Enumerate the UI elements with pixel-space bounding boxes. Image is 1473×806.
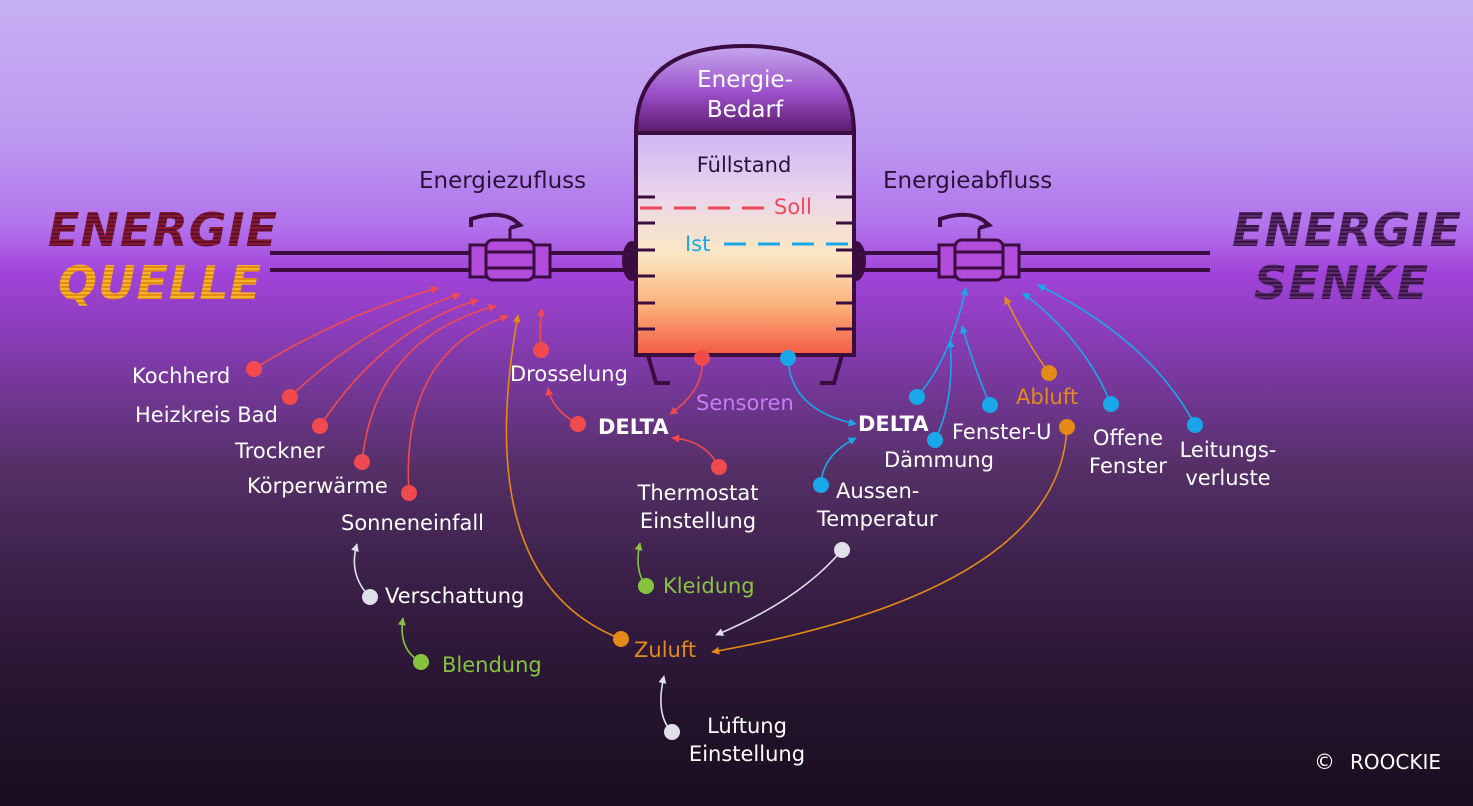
label-kochherd: Kochherd <box>132 364 231 388</box>
label-heizkreis: Heizkreis Bad <box>135 403 278 427</box>
arrow-abluft-zuluft <box>711 426 1068 655</box>
ist-label: Ist <box>685 232 711 256</box>
loss-dots <box>780 350 1203 493</box>
label-delta-left: DELTA <box>598 415 669 439</box>
label-offene-line2: Fenster <box>1089 454 1167 478</box>
label-trockner: Trockner <box>235 439 325 463</box>
arrow-lueftung <box>658 675 673 733</box>
arrow-fenster-u <box>960 325 991 406</box>
arrow-sensor-right <box>787 357 857 427</box>
valve-outflow <box>937 212 1021 282</box>
label-leitung-line2: verluste <box>1185 466 1271 490</box>
label-kleidung: Kleidung <box>663 574 755 598</box>
label-offene-line1: Offene <box>1092 426 1164 450</box>
pipe-right <box>850 251 1210 272</box>
heading-sink-line2: SENKE <box>1254 256 1430 310</box>
tank-top-line1: Energie- <box>697 67 793 93</box>
arrow-aussen-zuluft <box>715 549 843 636</box>
arrow-leitung <box>1037 284 1196 426</box>
label-sensoren: Sensoren <box>696 391 794 415</box>
label-aussen-line1: Aussen- <box>836 479 920 503</box>
soll-label: Soll <box>774 195 812 219</box>
label-lueftung-line2: Einstellung <box>688 742 806 766</box>
label-thermostat-line2: Einstellung <box>639 509 757 533</box>
arrow-heizkreis <box>289 292 461 398</box>
label-koerper: Körperwärme <box>247 474 388 498</box>
valve-inflow <box>468 212 552 282</box>
label-sonne: Sonneneinfall <box>341 511 485 535</box>
arrow-zuluft-to-valve <box>505 314 622 640</box>
label-aussen-line2: Temperatur <box>817 507 938 531</box>
tank-top-line2: Bedarf <box>706 97 784 123</box>
label-daemmung: Dämmung <box>884 448 994 472</box>
tank <box>622 43 866 385</box>
arrow-verschattung <box>351 543 371 598</box>
label-fenster-u: Fenster-U <box>952 420 1052 444</box>
label-drosselung: Drosselung <box>510 362 628 386</box>
source-dots <box>246 342 850 740</box>
arrow-koerper <box>361 303 497 463</box>
arrow-thermostat-delta <box>671 434 720 468</box>
heading-source-line2: QUELLE <box>58 256 262 310</box>
inflow-title: Energiezufluss <box>419 168 587 194</box>
arrow-trockner <box>319 298 479 427</box>
copyright-icon: © <box>1314 750 1335 774</box>
credit-text: ROOCKIE <box>1350 750 1441 774</box>
arrow-daemmung-2 <box>934 339 955 441</box>
tank-level-label: Füllstand <box>696 153 792 177</box>
arrow-abluft <box>1004 296 1050 374</box>
label-delta-right: DELTA <box>858 412 929 436</box>
heading-sink-line1: ENERGIE <box>1232 203 1463 257</box>
label-blendung: Blendung <box>442 653 542 677</box>
pipe-left <box>270 251 640 272</box>
arrow-offene-fenster <box>1022 292 1112 405</box>
arrow-daemmung-1 <box>916 287 969 398</box>
heading-source-line1: ENERGIE <box>48 203 279 257</box>
outflow-title: Energieabfluss <box>883 168 1053 194</box>
label-lueftung-line1: Lüftung <box>707 714 787 738</box>
label-zuluft: Zuluft <box>634 638 697 662</box>
label-abluft: Abluft <box>1016 385 1079 409</box>
arrow-kochherd <box>253 286 439 370</box>
label-leitung-line1: Leitungs- <box>1179 438 1277 462</box>
label-thermostat-line1: Thermostat <box>637 481 759 505</box>
label-verschattung: Verschattung <box>385 584 525 608</box>
arrow-sonne <box>407 314 509 494</box>
